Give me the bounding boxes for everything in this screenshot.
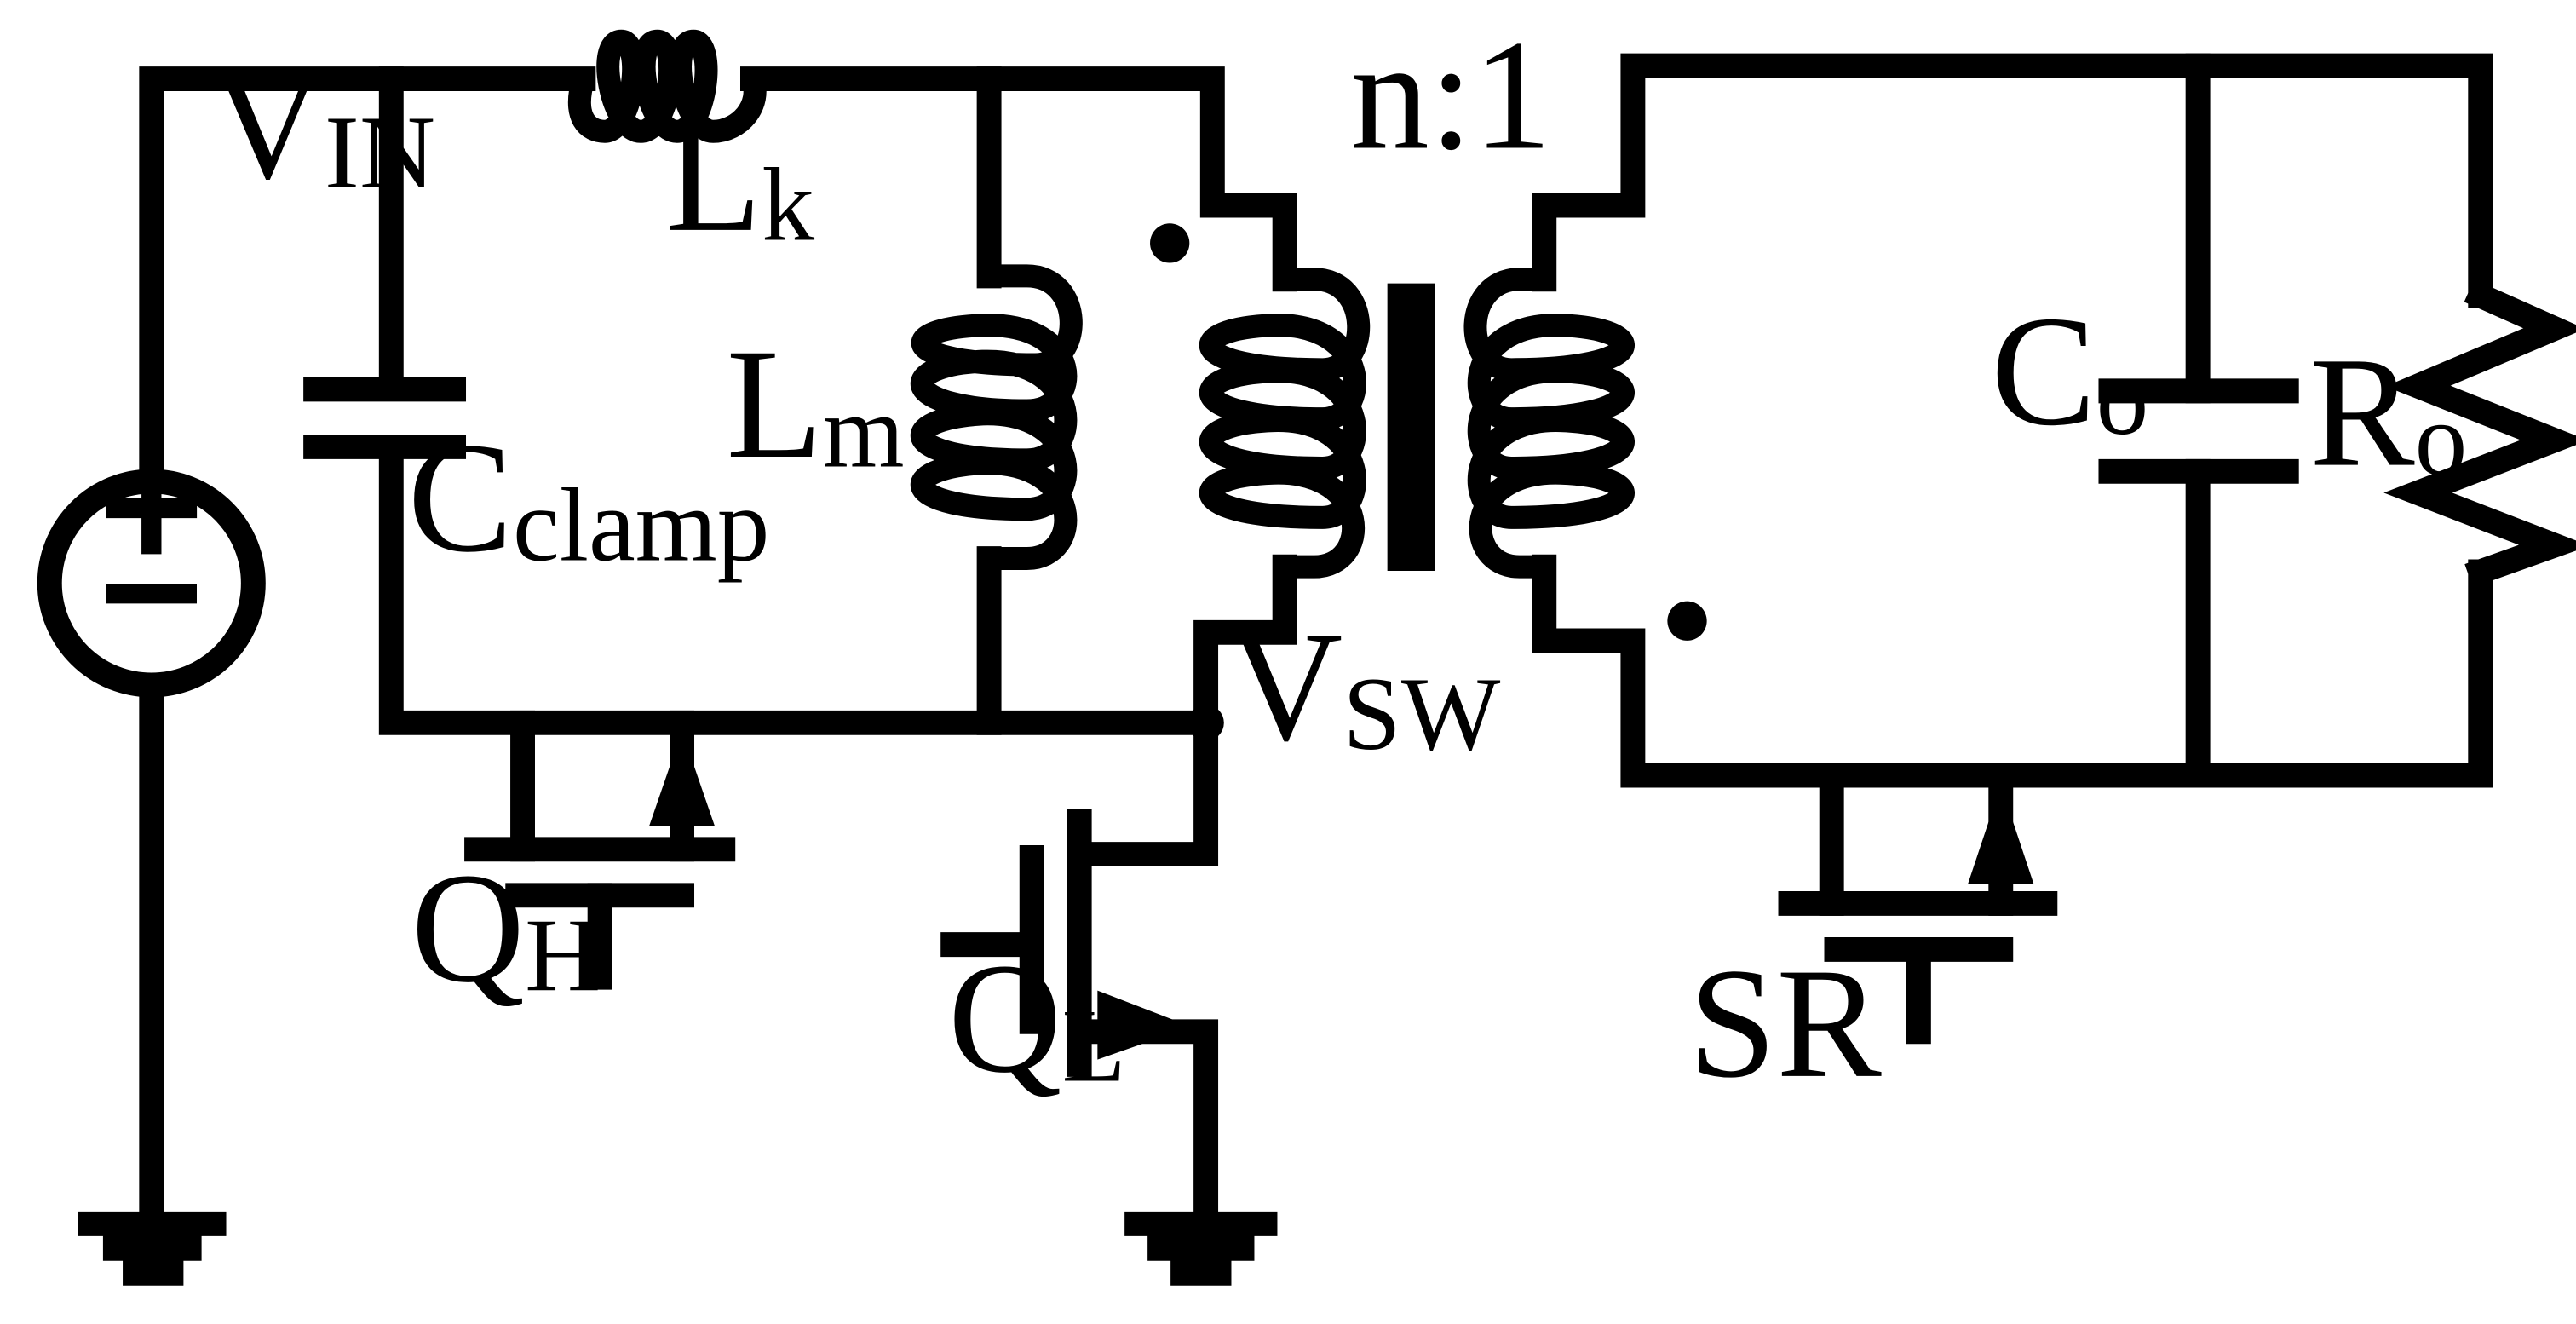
lk-inductor [567,29,767,143]
lm-inductor [911,264,1083,571]
secondary-top-wire [1532,53,2493,308]
ql-drain-wire [1067,710,1219,867]
secondary-bottom-wire [1532,554,2493,788]
label-co: Co [1991,284,2148,458]
sr-transistor [1778,763,2058,1045]
qh-transistor [464,710,736,990]
label-lm: Lm [727,317,905,492]
primary-bottom-wire [1193,554,1297,735]
label-cclamp: Cclamp [408,411,770,585]
label-ql: QL [948,931,1126,1106]
secondary-dot [1667,601,1707,641]
label-vsw: VSW [1229,600,1501,774]
label-lk: Lk [665,90,814,265]
vin-wire [139,66,596,494]
transformer-core [1387,283,1435,571]
cclamp-bottom-wire [378,434,535,862]
ground-left [78,1211,227,1286]
top-primary-wire [739,66,1297,292]
label-turns-ratio: n:1 [1350,9,1552,183]
primary-winding [1199,268,1371,579]
label-sr: SR [1688,936,1882,1111]
label-vin: VIN [210,37,435,212]
label-ro: Ro [2309,325,2467,500]
ro-resistor [2383,279,2576,588]
secondary-winding [1463,268,1635,579]
primary-dot [1150,223,1190,263]
label-qh: QH [411,841,601,1016]
ql-transistor [940,809,1219,1232]
ground-middle [1124,1211,1278,1286]
minus-symbol: − [99,490,204,692]
